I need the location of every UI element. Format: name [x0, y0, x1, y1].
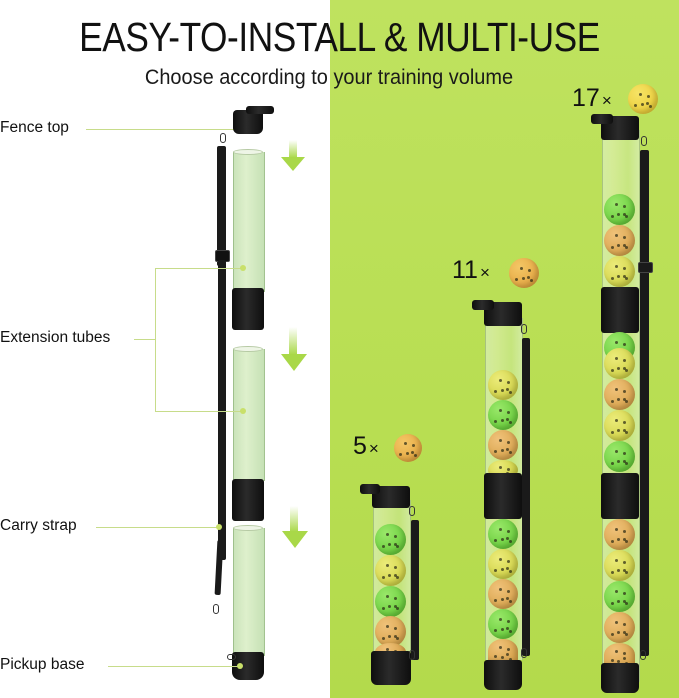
extension-tube-2-connector	[232, 479, 264, 521]
ball-orange	[604, 612, 635, 643]
extension-tube-1-rim	[233, 149, 263, 155]
ball-green	[375, 524, 406, 555]
strap-top-clip-icon	[220, 133, 226, 143]
page-subtitle: Choose according to your training volume	[144, 66, 514, 89]
bracket-bottom-extension-tubes	[155, 411, 243, 412]
pickleball-icon	[509, 258, 539, 288]
ball-yellow	[604, 410, 635, 441]
down-arrow-1-stem	[289, 140, 297, 158]
strap-clip-icon	[640, 650, 646, 660]
tube-5-pickup-base	[371, 651, 411, 685]
count-number: 17	[572, 84, 600, 112]
tube-17-pickup-base	[601, 663, 639, 693]
ball-orange	[488, 579, 518, 609]
ball-yellow	[604, 348, 635, 379]
tube-17-connector-1	[601, 287, 639, 333]
multiplier-sign: ×	[479, 263, 490, 282]
carry-strap-middle	[218, 260, 226, 560]
pickup-base-loop-icon	[227, 654, 236, 660]
leader-dot-carry-strap	[216, 524, 222, 530]
ball-yellow	[604, 550, 635, 581]
ball-yellow	[488, 549, 518, 579]
down-arrow-3-stem	[290, 506, 298, 532]
leader-line-pickup-base	[108, 666, 240, 667]
strap-bottom-clip-icon	[213, 604, 219, 614]
tube-17-fence-hook	[591, 114, 613, 124]
ball-green	[604, 581, 635, 612]
strap-clip-icon	[521, 648, 527, 658]
leader-line-extension-tubes	[134, 339, 156, 340]
count-number: 11	[452, 256, 478, 284]
ball-yellow	[488, 370, 518, 400]
leader-dot-extension-tube-2	[240, 408, 246, 414]
ball-orange	[488, 430, 518, 460]
extension-tube-2-rim	[233, 346, 263, 352]
ball-green	[375, 586, 406, 617]
tube-11-connector	[484, 473, 522, 519]
ball-green	[488, 609, 518, 639]
down-arrow-icon	[281, 354, 307, 371]
multiplier-sign: ×	[368, 439, 379, 458]
ball-orange	[488, 639, 518, 663]
count-label-5: 5×	[353, 432, 379, 461]
leader-line-carry-strap	[96, 527, 218, 528]
pickup-tube-rim	[233, 525, 263, 531]
carry-strap-upper	[217, 146, 226, 266]
pickup-tube	[233, 528, 265, 656]
multiplier-sign: ×	[601, 91, 612, 110]
label-extension-tubes: Extension tubes	[0, 329, 111, 346]
fence-top-hook	[246, 106, 274, 114]
ball-orange	[375, 616, 406, 647]
count-label-11: 11×	[452, 256, 490, 285]
extension-tube-1	[233, 152, 265, 292]
label-carry-strap: Carry strap	[0, 517, 77, 534]
down-arrow-icon	[282, 531, 308, 548]
ball-green	[488, 400, 518, 430]
down-arrow-2-stem	[289, 327, 297, 355]
leader-line-fence-top	[86, 129, 246, 130]
down-arrow-icon	[281, 157, 305, 171]
ball-orange	[604, 379, 635, 410]
ball-orange	[604, 225, 635, 256]
extension-tube-1-connector	[232, 288, 264, 330]
strap-clip-icon	[409, 650, 415, 660]
leader-dot-extension-tube-1	[240, 265, 246, 271]
strap-clip-icon	[521, 324, 527, 334]
count-label-17: 17×	[572, 84, 612, 113]
extension-tube-2	[233, 349, 265, 481]
bracket-top-extension-tubes	[155, 268, 243, 269]
page-title: EASY-TO-INSTALL & MULTI-USE	[79, 14, 600, 60]
strap-clip-icon	[409, 506, 415, 516]
ball-green	[604, 194, 635, 225]
pickleball-icon	[394, 434, 422, 462]
strap-buckle	[638, 262, 653, 273]
strap-clip-icon	[641, 136, 647, 146]
tube-11-pickup-base	[484, 660, 522, 690]
tube-5-fence-hook	[360, 484, 380, 494]
ball-orange	[604, 519, 635, 550]
count-number: 5	[353, 432, 367, 460]
leader-dot-pickup-base	[237, 663, 243, 669]
tube-11-carry-strap	[522, 338, 530, 656]
tube-5-carry-strap	[411, 520, 419, 660]
tube-11-fence-hook	[472, 300, 494, 310]
fence-top-cap	[233, 110, 263, 134]
tube-5-fence-top	[372, 486, 410, 508]
bracket-extension-tubes	[155, 268, 156, 411]
ball-green	[488, 519, 518, 549]
tube-17-connector-2	[601, 473, 639, 519]
carry-strap-lower	[214, 539, 224, 596]
label-fence-top: Fence top	[0, 119, 69, 136]
ball-yellow	[604, 256, 635, 287]
ball-green	[604, 441, 635, 472]
ball-yellow	[375, 555, 406, 586]
pickleball-icon	[628, 84, 658, 114]
label-pickup-base: Pickup base	[0, 656, 85, 673]
tube-17-carry-strap	[640, 150, 649, 656]
